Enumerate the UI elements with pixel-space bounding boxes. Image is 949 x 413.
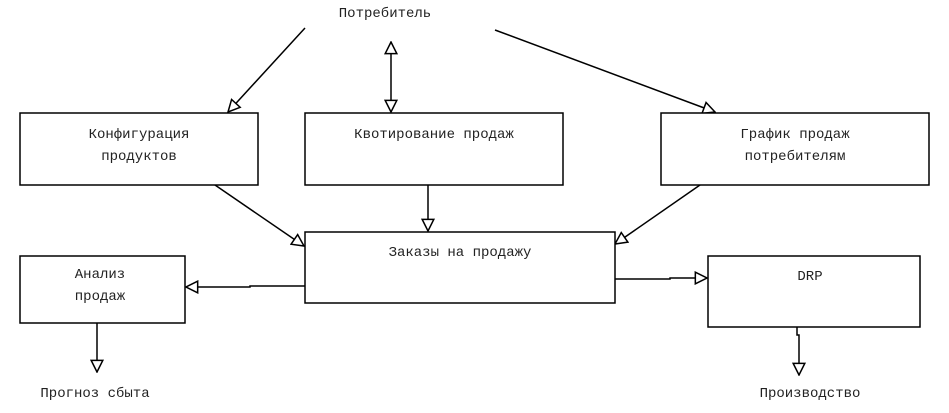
orders-box	[304, 231, 616, 304]
orders-label: Заказы на продажу	[389, 245, 532, 261]
arrow-orders-to-analysis	[186, 286, 305, 287]
schedule-box	[660, 112, 930, 186]
arrow-config-to-orders	[214, 184, 304, 246]
analysis-label-line1: Анализ	[75, 267, 125, 283]
schedule-label-line2: потребителям	[745, 148, 846, 165]
quoting-box	[304, 112, 564, 186]
drp-box	[707, 255, 921, 328]
arrow-drp-to-production	[797, 327, 799, 375]
config-label-line1: Конфигурация	[89, 127, 190, 143]
drp-label: DRP	[797, 269, 822, 285]
analysis-box	[19, 255, 186, 324]
analysis-label-line2: продаж	[75, 289, 126, 305]
arrow-schedule-to-orders	[615, 184, 701, 244]
schedule-label-line1: График продаж	[740, 127, 850, 143]
config-label-line2: продуктов	[101, 149, 177, 165]
consumer-label: Потребитель	[339, 5, 431, 22]
arrow-consumer-to-config	[228, 27, 306, 112]
arrow-orders-to-drp	[615, 278, 707, 279]
arrow-consumer-to-schedule	[494, 29, 715, 112]
forecast-label: Прогноз сбыта	[40, 385, 149, 402]
production-label: Производство	[760, 386, 861, 402]
config-box	[19, 112, 259, 186]
quoting-label: Квотирование продаж	[354, 127, 514, 143]
